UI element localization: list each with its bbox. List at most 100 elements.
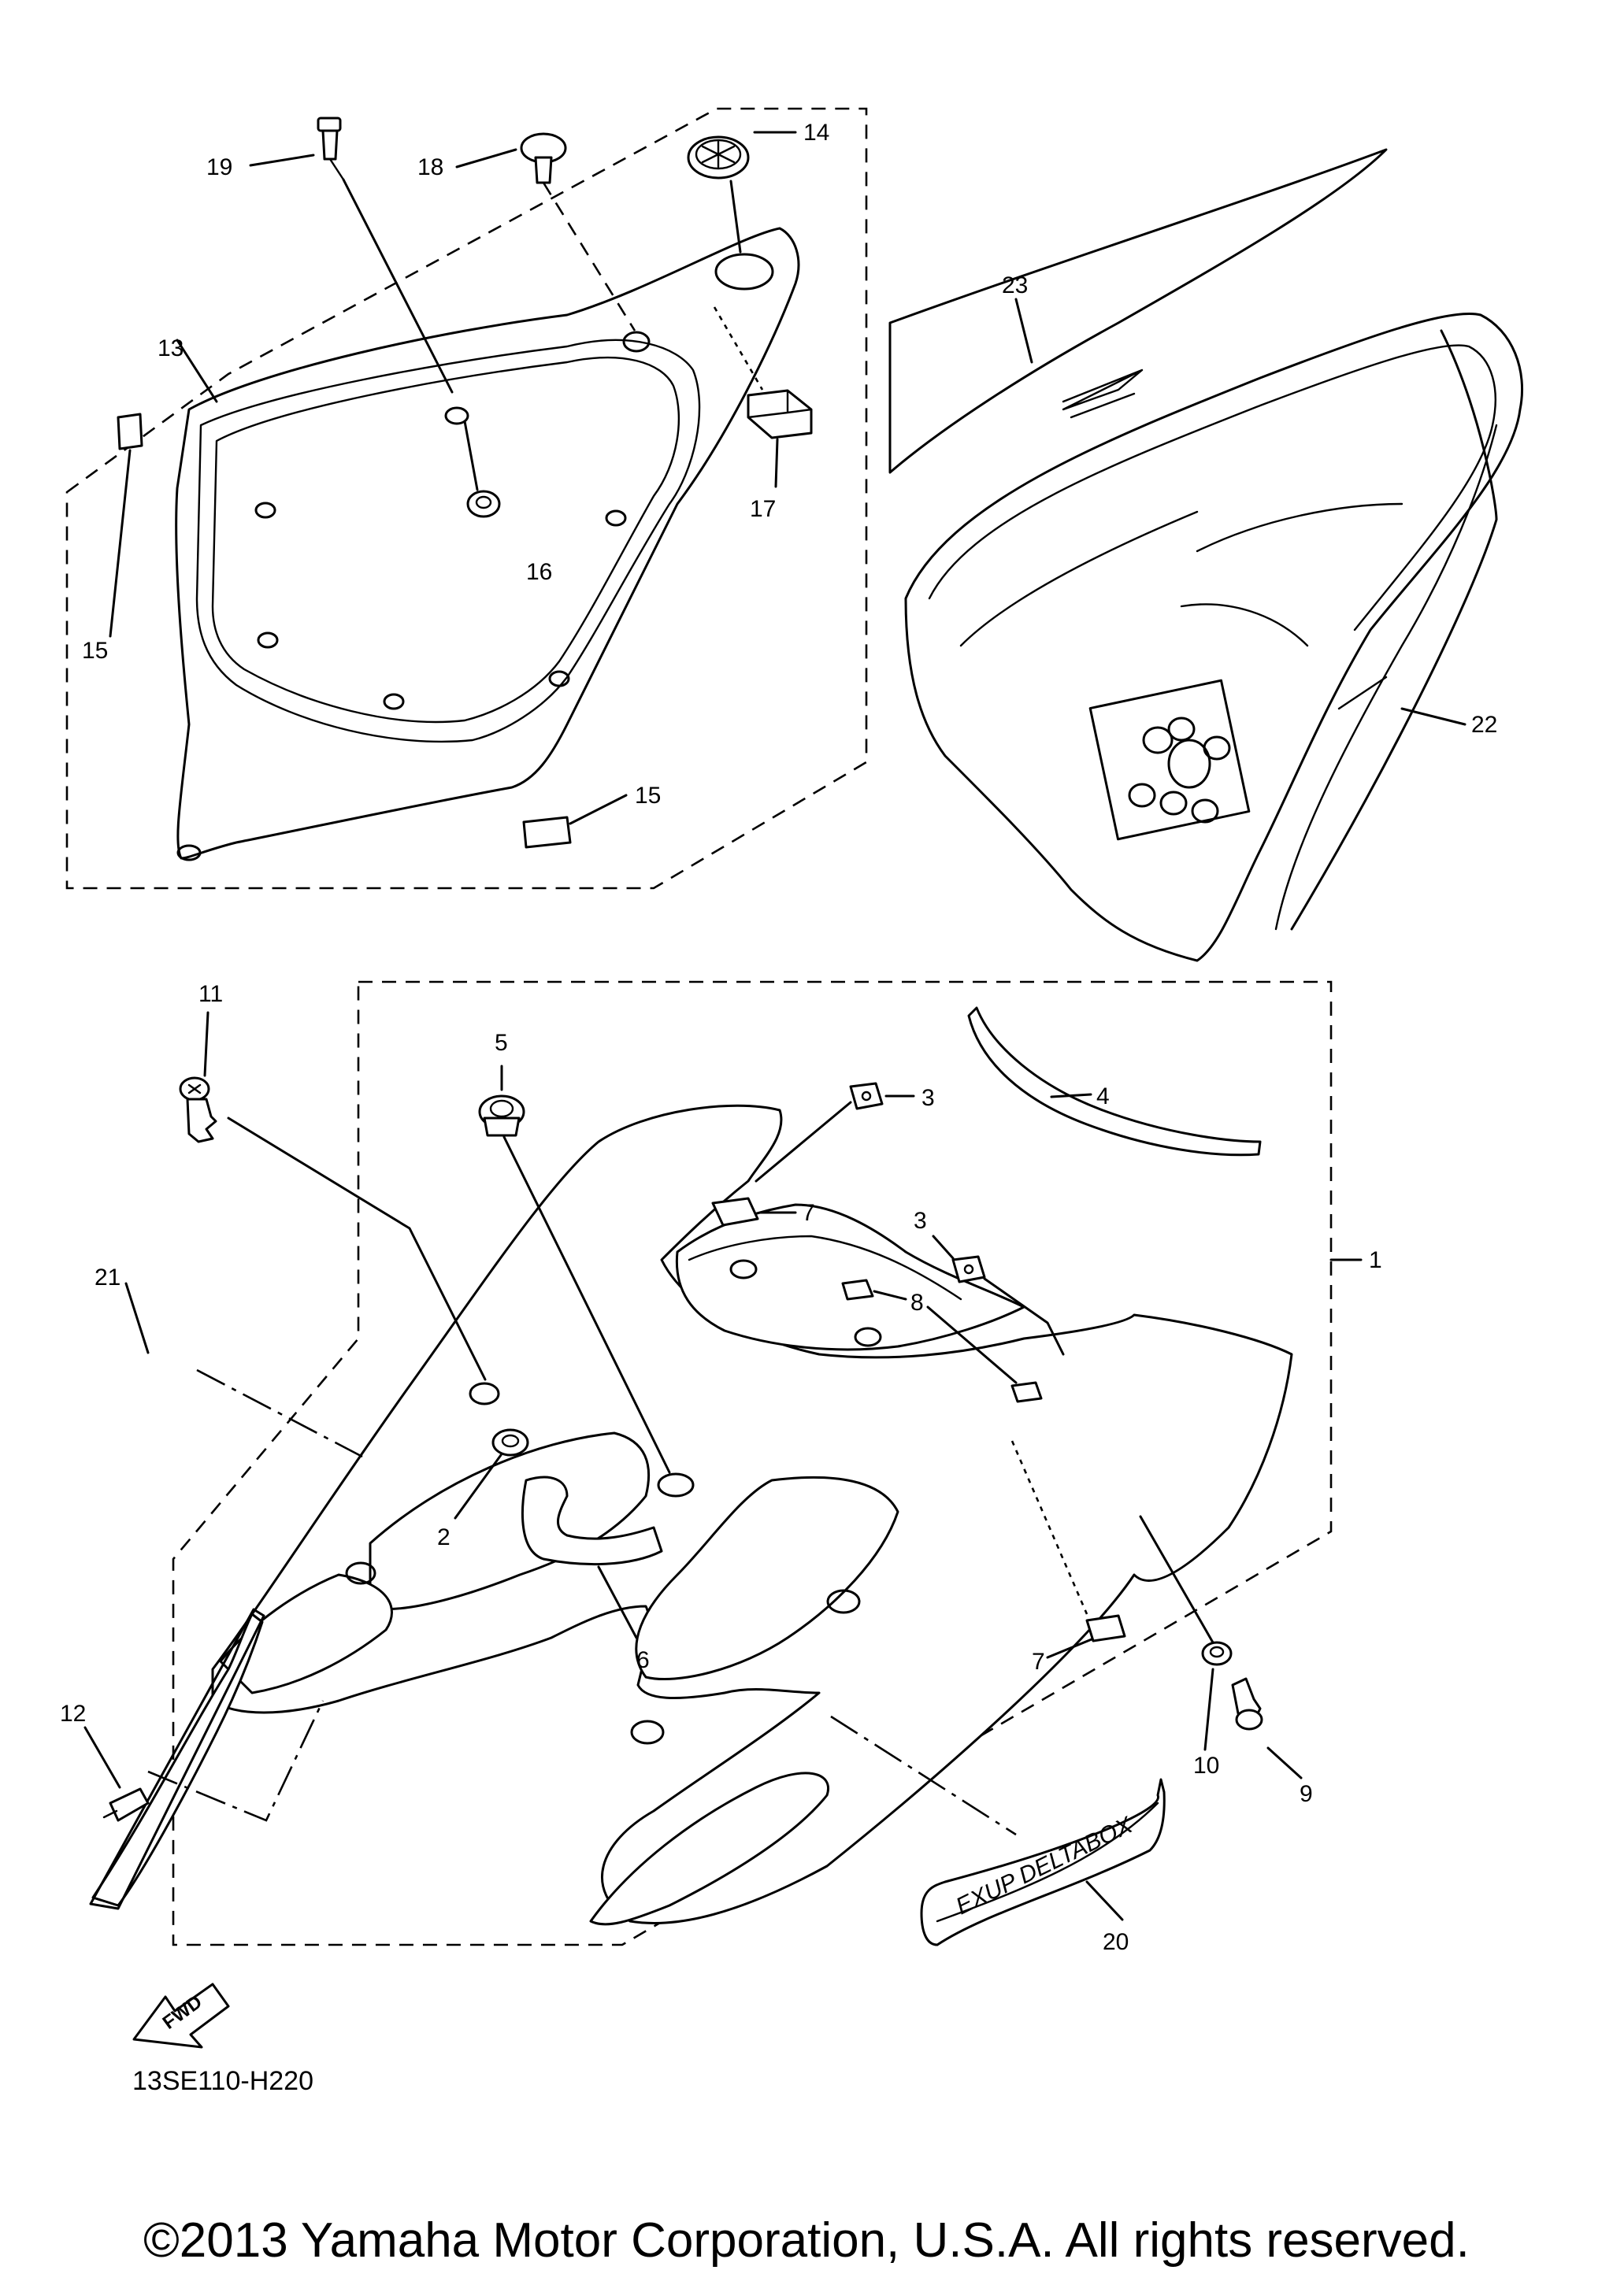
callout-leader-8a (873, 1290, 907, 1301)
callout-leader-17 (774, 438, 779, 488)
cowl-hole-6 (826, 1589, 861, 1614)
callout-leader-11 (203, 1011, 210, 1077)
side-cover-inner-rim-2 (211, 357, 680, 724)
diagram-part-code: 13SE110-H220 (132, 2066, 313, 2096)
leader-20 (830, 1715, 1017, 1836)
cowl-hole-3 (469, 1382, 500, 1405)
cushion-part-17 (747, 389, 813, 439)
leader-3a (755, 1101, 852, 1183)
callout-numbers: 1 2 3 3 4 5 6 7 7 8 9 10 11 12 13 14 15 … (60, 120, 1497, 1955)
callout-leader-12 (83, 1726, 121, 1789)
decal-part-21 (91, 1613, 264, 1907)
callout-leader-18 (455, 148, 517, 168)
callout-leader-9 (1266, 1746, 1303, 1779)
fwd-arrow: FWD (132, 1983, 230, 2049)
callout-leader-6 (597, 1565, 638, 1639)
callout-21: 21 (95, 1265, 121, 1291)
callout-16: 16 (526, 559, 552, 585)
leader-19-to-cover (342, 178, 454, 394)
callout-18: 18 (417, 154, 443, 180)
callout-11: 11 (198, 981, 223, 1007)
cowling-lower-strip (589, 1772, 829, 1926)
callout-leader-10 (1203, 1668, 1214, 1751)
callout-leader-8b (926, 1305, 1018, 1384)
leader-12 (147, 1700, 324, 1822)
callout-leader-23 (1014, 298, 1033, 364)
callout-leader-2 (454, 1454, 502, 1520)
callout-3a: 3 (921, 1085, 935, 1111)
cowling-front-fold (369, 1431, 651, 1611)
callout-5: 5 (495, 1030, 508, 1056)
callout-19: 19 (206, 154, 232, 180)
leader-21 (196, 1368, 363, 1458)
clip-part-12 (102, 1787, 150, 1822)
tail-hole-5 (1128, 783, 1156, 808)
tail-hole-7 (1191, 798, 1219, 824)
callout-leader-20 (1085, 1880, 1124, 1921)
cover-hole-7 (383, 693, 405, 710)
grommet-part-18 (520, 132, 567, 184)
callout-10: 10 (1193, 1753, 1219, 1779)
tail-light-mount (1088, 679, 1251, 841)
cowling-lower-tab (219, 1573, 393, 1694)
cushion-part-8b (1010, 1381, 1043, 1403)
callout-2: 2 (437, 1524, 451, 1550)
callout-6: 6 (636, 1647, 650, 1673)
grommet-part-5 (478, 1094, 525, 1137)
emblem-part-20: EXUP DELTABOX (920, 1778, 1166, 1946)
leader-5-to-cowl (502, 1135, 671, 1474)
cover-hole-1 (444, 406, 469, 425)
cowl-hole-1 (729, 1259, 758, 1279)
washer-part-10 (1201, 1641, 1233, 1666)
cowling-side-panel (635, 1476, 899, 1680)
leader-16 (463, 420, 479, 491)
tail-hole-2 (1167, 717, 1196, 742)
tail-hole-3 (1167, 739, 1211, 789)
callout-14: 14 (803, 120, 829, 146)
callout-leader-7b (1046, 1638, 1093, 1659)
callout-23: 23 (1002, 272, 1028, 298)
leader-15a (109, 449, 132, 638)
tail-cover-part-22 (904, 312, 1524, 962)
side-cowling-group-1: EXUP DELTABOX (83, 980, 1363, 1946)
callout-leader-21 (124, 1282, 150, 1354)
cushion-part-7b (1085, 1614, 1126, 1642)
tail-hole-4 (1203, 735, 1231, 761)
callout-leader-19 (249, 154, 315, 167)
bolt-part-9 (1231, 1677, 1263, 1731)
cover-peg (176, 844, 202, 861)
callout-12: 12 (60, 1701, 86, 1727)
cowl-hole-2 (854, 1327, 882, 1347)
group-1-dashed-boundary (172, 980, 1333, 1946)
trim-part-6 (521, 1476, 663, 1566)
damper-part-16 (466, 490, 501, 518)
leader-18-to-cover (542, 182, 636, 331)
screw-part-11 (179, 1076, 217, 1143)
cover-hole-4 (605, 509, 627, 527)
leader-11-to-cowl (227, 1117, 487, 1381)
callout-9: 9 (1300, 1781, 1313, 1807)
grommet-part-2 (491, 1428, 529, 1457)
nut-part-3b (951, 1255, 986, 1283)
side-cover-inner-rim (195, 339, 701, 743)
callout-17: 17 (750, 496, 776, 522)
leader-10-to-cowl (1139, 1515, 1214, 1644)
cowl-hole-7 (630, 1720, 665, 1745)
tail-hole-1 (1142, 726, 1174, 754)
cover-hole-6 (257, 631, 279, 649)
callout-3b: 3 (914, 1208, 927, 1234)
callout-leader-4 (1050, 1093, 1092, 1098)
cover-emblem-hole (714, 253, 774, 291)
cushion-part-15b (522, 816, 572, 849)
callout-22: 22 (1471, 712, 1497, 738)
cowl-hole-5 (657, 1472, 695, 1498)
decal-21-outline (89, 1608, 265, 1910)
side-cover-group-13 (65, 107, 868, 890)
callout-leader-13 (176, 339, 218, 403)
callout-leader-15b (569, 794, 628, 825)
leader-7b (1010, 1440, 1088, 1615)
callout-13: 13 (158, 335, 184, 361)
leader-14-to-cover (729, 180, 742, 254)
